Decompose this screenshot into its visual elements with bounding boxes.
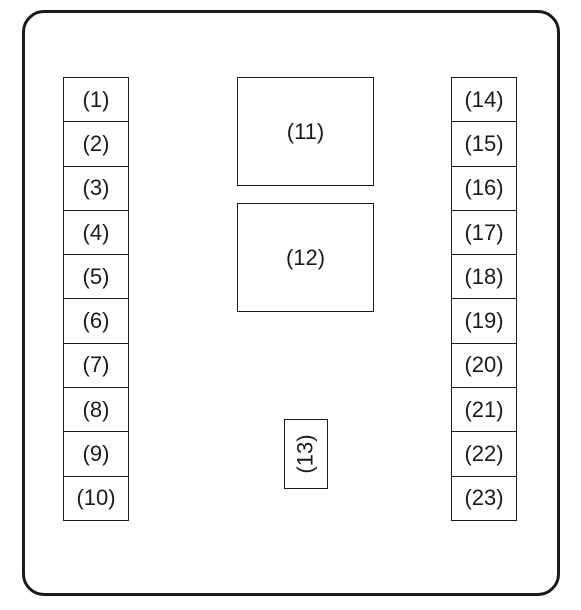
fuse-slot-2[interactable]: (2) bbox=[64, 122, 128, 167]
fuse-slot-3[interactable]: (3) bbox=[64, 167, 128, 211]
fuse-slot-5[interactable]: (5) bbox=[64, 255, 128, 300]
fuse-slot-20[interactable]: (20) bbox=[452, 344, 516, 389]
fuse-slot-8[interactable]: (8) bbox=[64, 388, 128, 433]
fuse-slot-9[interactable]: (9) bbox=[64, 432, 128, 477]
fuse-slot-6[interactable]: (6) bbox=[64, 299, 128, 344]
fuse-slot-21[interactable]: (21) bbox=[452, 388, 516, 433]
fuse-slot-7[interactable]: (7) bbox=[64, 344, 128, 389]
fuse-slot-4[interactable]: (4) bbox=[64, 211, 128, 256]
right-fuse-column: (14) (15) (16) (17) (18) (19) (20) (21) … bbox=[451, 77, 517, 521]
relay-slot-11[interactable]: (11) bbox=[237, 77, 374, 186]
fuse-slot-14[interactable]: (14) bbox=[452, 78, 516, 123]
fuse-box-outline bbox=[22, 10, 560, 596]
fuse-slot-22[interactable]: (22) bbox=[452, 432, 516, 477]
left-fuse-column: (1) (2) (3) (4) (5) (6) (7) (8) (9) (10) bbox=[63, 77, 129, 521]
fuse-slot-23[interactable]: (23) bbox=[452, 477, 516, 521]
fuse-slot-15[interactable]: (15) bbox=[452, 122, 516, 167]
component-slot-13-label: (13) bbox=[293, 434, 318, 474]
fuse-slot-10[interactable]: (10) bbox=[64, 477, 128, 521]
fuse-slot-19[interactable]: (19) bbox=[452, 299, 516, 344]
relay-slot-12[interactable]: (12) bbox=[237, 203, 374, 312]
fuse-slot-18[interactable]: (18) bbox=[452, 255, 516, 300]
fuse-slot-1[interactable]: (1) bbox=[64, 78, 128, 123]
fuse-slot-16[interactable]: (16) bbox=[452, 167, 516, 211]
fuse-slot-17[interactable]: (17) bbox=[452, 211, 516, 256]
component-slot-13[interactable]: (13) bbox=[284, 419, 328, 489]
